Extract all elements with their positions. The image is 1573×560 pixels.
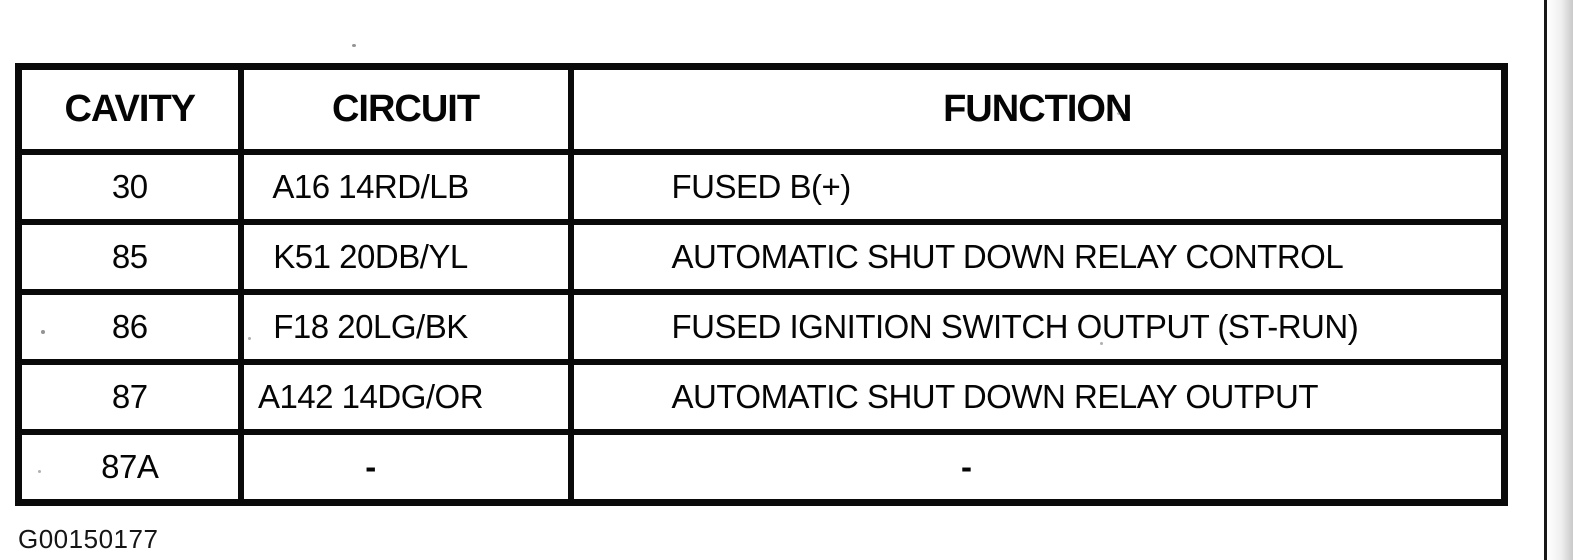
figure-id-label: G00150177 [18,524,159,554]
cavity-value: 85 [15,218,244,295]
cavity-value: 87A [15,428,244,506]
function-value: AUTOMATIC SHUT DOWN RELAY OUTPUT [567,358,1508,435]
circuit-value: F18 20LG/BK [237,288,574,365]
column-header-circuit: CIRCUIT [237,63,574,155]
circuit-value: K51 20DB/YL [237,218,574,295]
table-row-cavity-30: 30 A16 14RD/LB FUSED B(+) [15,148,1508,225]
table-header-row: CAVITY CIRCUIT FUNCTION [15,63,1508,155]
scan-speck [248,337,251,340]
table-row-cavity-85: 85 K51 20DB/YL AUTOMATIC SHUT DOWN RELAY… [15,218,1508,295]
scan-speck [38,470,41,473]
column-header-function: FUNCTION [567,63,1508,155]
table-row-cavity-87: 87 A142 14DG/OR AUTOMATIC SHUT DOWN RELA… [15,358,1508,435]
circuit-value: A142 14DG/OR [237,358,574,435]
cavity-value: 30 [15,148,244,225]
relay-cavity-circuit-function-table: CAVITY CIRCUIT FUNCTION 30 A16 14RD/LB F… [15,63,1508,506]
column-header-cavity: CAVITY [15,63,244,155]
scan-speck [1100,342,1103,345]
circuit-value: - [237,428,574,506]
cavity-value: 87 [15,358,244,435]
cavity-value: 86 [15,288,244,365]
circuit-value: A16 14RD/LB [237,148,574,225]
table-row-cavity-87A: 87A - - [15,428,1508,506]
function-value: - [567,428,1508,506]
scan-speck [41,330,45,334]
page-edge-shadow [1547,0,1573,560]
page-edge-scan-line [1544,0,1547,560]
function-value: FUSED B(+) [567,148,1508,225]
table-row-cavity-86: 86 F18 20LG/BK FUSED IGNITION SWITCH OUT… [15,288,1508,365]
scan-speck [352,44,356,47]
function-value: FUSED IGNITION SWITCH OUTPUT (ST-RUN) [567,288,1508,365]
function-value: AUTOMATIC SHUT DOWN RELAY CONTROL [567,218,1508,295]
scan-speck [1117,112,1122,115]
